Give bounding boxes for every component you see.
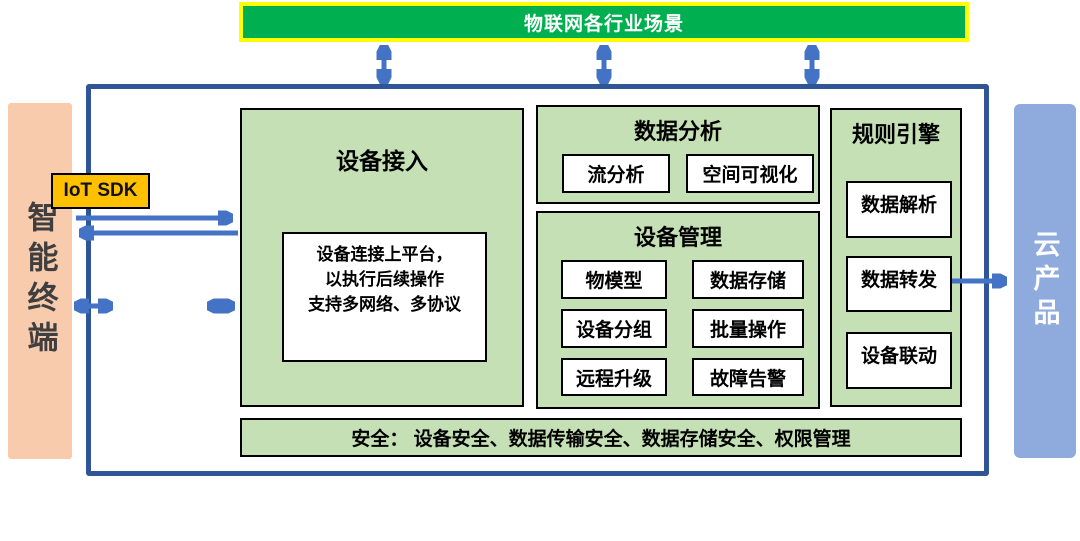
device-management-panel: 设备管理 物模型 数据存储 设备分组 批量操作 远程升级 故障告警 bbox=[536, 211, 820, 409]
industry-scenarios-banner: 物联网各行业场景 bbox=[239, 2, 969, 42]
device-access-note: 设备连接上平台， 以执行后续操作 支持多网络、多协议 bbox=[282, 232, 487, 362]
device-linkage-chip: 设备联动 bbox=[846, 332, 952, 389]
security-bar-label: 安全： 设备安全、数据传输安全、数据存储安全、权限管理 bbox=[351, 429, 851, 450]
spatial-visualization-chip: 空间可视化 bbox=[686, 154, 814, 193]
stream-analysis-chip: 流分析 bbox=[562, 154, 670, 193]
smart-terminal-label: 智能终端 bbox=[22, 201, 58, 361]
data-parsing-chip: 数据解析 bbox=[846, 181, 952, 238]
device-access-panel: 设备接入 设备连接上平台， 以执行后续操作 支持多网络、多协议 bbox=[240, 108, 524, 407]
iot-sdk-tag: IoT SDK bbox=[51, 173, 150, 209]
data-storage-chip: 数据存储 bbox=[692, 260, 804, 299]
device-management-title: 设备管理 bbox=[633, 225, 722, 250]
remote-upgrade-chip: 远程升级 bbox=[561, 358, 667, 396]
data-analysis-panel: 数据分析 流分析 空间可视化 bbox=[536, 105, 820, 204]
device-grouping-chip: 设备分组 bbox=[561, 309, 667, 348]
device-access-title: 设备接入 bbox=[336, 148, 428, 174]
fault-alarm-chip: 故障告警 bbox=[692, 358, 804, 396]
data-analysis-title: 数据分析 bbox=[633, 119, 722, 144]
batch-operations-chip: 批量操作 bbox=[692, 309, 804, 348]
cloud-products-label: 云产品 bbox=[1029, 230, 1060, 332]
security-bar: 安全： 设备安全、数据传输安全、数据存储安全、权限管理 bbox=[240, 418, 962, 457]
data-forwarding-chip: 数据转发 bbox=[846, 256, 952, 312]
smart-terminal-box: 智能终端 bbox=[8, 103, 72, 459]
industry-scenarios-label: 物联网各行业场景 bbox=[523, 13, 684, 35]
thing-model-chip: 物模型 bbox=[561, 260, 667, 299]
rule-engine-panel: 规则引擎 数据解析 数据转发 设备联动 bbox=[830, 108, 962, 407]
cloud-products-box: 云产品 bbox=[1014, 104, 1076, 458]
rule-engine-title: 规则引擎 bbox=[851, 122, 940, 147]
iot-sdk-label: IoT SDK bbox=[63, 180, 138, 201]
